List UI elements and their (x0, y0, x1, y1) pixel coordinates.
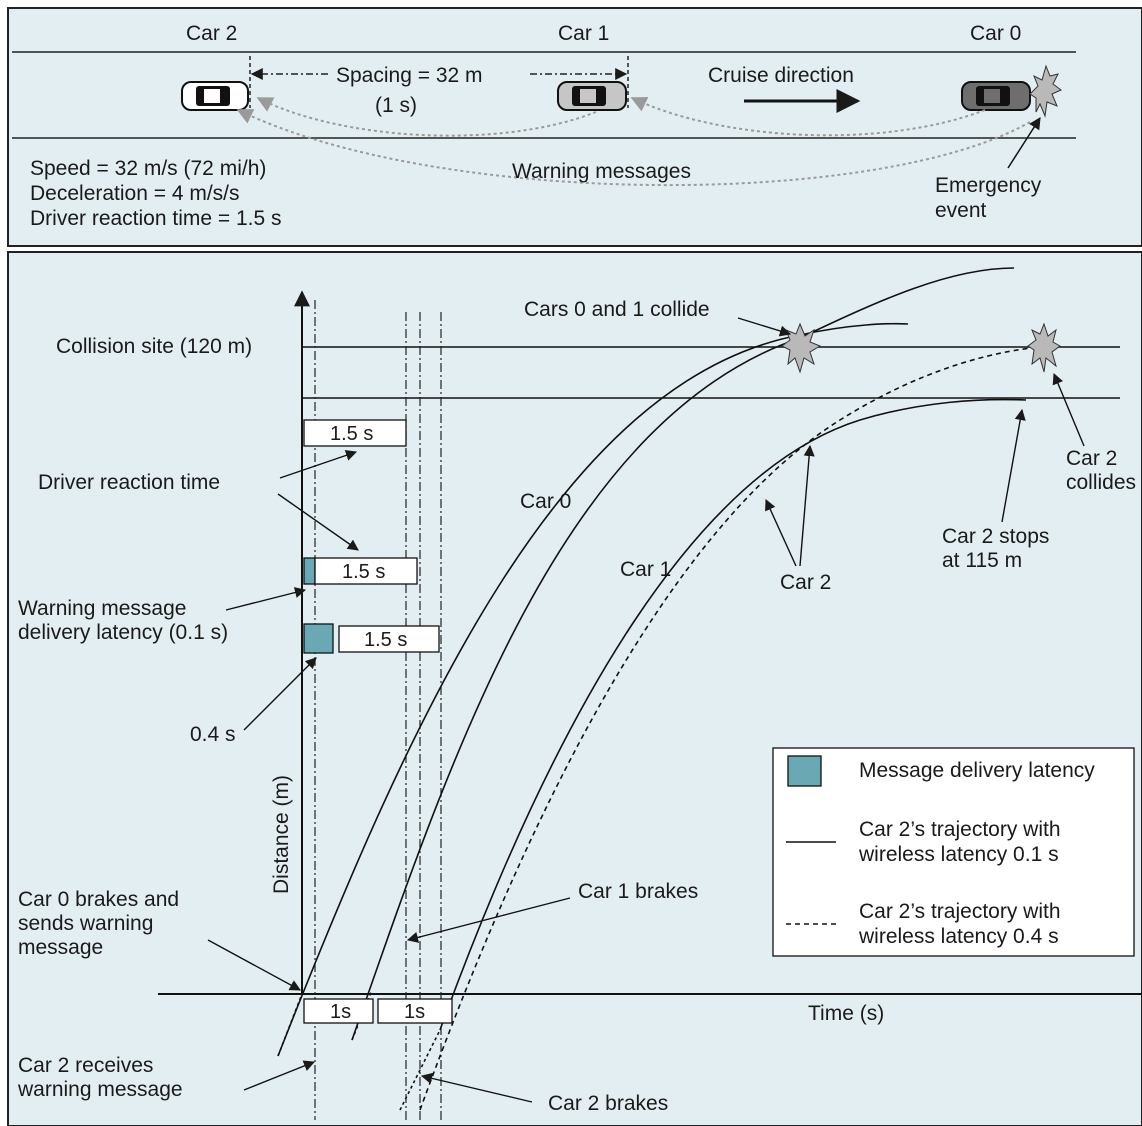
cars-collide-label: Cars 0 and 1 collide (524, 298, 710, 321)
latency-swatch-01 (304, 558, 315, 584)
car1-curve-label: Car 1 (620, 558, 671, 581)
one-second-label-1: 1s (330, 1001, 351, 1023)
distance-axis-label: Distance (m) (270, 775, 293, 894)
car1-label: Car 1 (558, 22, 609, 45)
legend-dashed-text-line2: wireless latency 0.4 s (858, 925, 1059, 948)
legend-latency-swatch (788, 756, 821, 786)
car0-brakes-label-line3: message (18, 936, 103, 959)
reaction-box-label-3: 1.5 s (364, 629, 407, 651)
car0-brakes-label-line2: sends warning (18, 912, 153, 935)
spacing-time-text: (1 s) (375, 94, 417, 117)
car0-icon (962, 82, 1030, 110)
car2-curve-label: Car 2 (780, 571, 831, 594)
car1-brakes-label: Car 1 brakes (578, 880, 698, 903)
car0-brakes-label-line1: Car 0 brakes and (18, 888, 179, 911)
one-second-box-2: 1s (378, 999, 452, 1023)
warning-latency-label-line2: delivery latency (0.1 s) (18, 621, 228, 644)
reaction-box-no-latency: 1.5 s (304, 420, 406, 446)
car0-curve-label: Car 0 (520, 490, 571, 513)
reaction-box-latency-04: 1.5 s (304, 624, 439, 653)
latency-04-label: 0.4 s (190, 723, 236, 746)
timing-plot-panel: Distance (m) Time (s) Collision site (12… (8, 252, 1142, 1126)
scenario-panel: Car 2 Car 1 Car 0 Spacing = 32 m (1 s) C… (8, 8, 1142, 246)
car2-collides-label-line2: collides (1066, 471, 1136, 494)
car2-stops-label-line1: Car 2 stops (942, 525, 1049, 548)
car2-collides-label-line1: Car 2 (1066, 447, 1117, 470)
spacing-text: Spacing = 32 m (336, 64, 483, 87)
collision-site-label: Collision site (120 m) (56, 335, 252, 358)
car2-receives-label-line2: warning message (17, 1078, 183, 1101)
one-second-box-1: 1s (304, 999, 373, 1023)
reaction-box-label-1: 1.5 s (330, 423, 373, 445)
reaction-box-latency-01: 1.5 s (304, 558, 417, 584)
cruise-direction-text: Cruise direction (708, 64, 854, 87)
legend-solid-text-line1: Car 2’s trajectory with (859, 818, 1061, 841)
legend-solid-text-line2: wireless latency 0.1 s (858, 843, 1059, 866)
car2-stops-label-line2: at 115 m (942, 549, 1022, 572)
car2-label: Car 2 (186, 22, 237, 45)
car2-icon (182, 82, 248, 110)
legend-latency-text: Message delivery latency (859, 759, 1095, 782)
car1-icon (558, 82, 626, 110)
latency-swatch-04 (304, 624, 333, 653)
emergency-text-line1: Emergency (935, 174, 1042, 197)
warning-messages-text: Warning messages (512, 160, 691, 183)
car0-label: Car 0 (970, 22, 1021, 45)
car2-receives-label-line1: Car 2 receives (18, 1054, 153, 1077)
car2-brakes-label: Car 2 brakes (548, 1092, 668, 1115)
legend-dashed-text-line1: Car 2’s trajectory with (859, 900, 1061, 923)
deceleration-text: Deceleration = 4 m/s/s (30, 182, 240, 205)
warning-latency-label-line1: Warning message (18, 597, 186, 620)
legend: Message delivery latency Car 2’s traject… (773, 748, 1134, 956)
time-axis-label: Time (s) (808, 1002, 884, 1025)
speed-text: Speed = 32 m/s (72 mi/h) (30, 157, 266, 180)
reaction-box-label-2: 1.5 s (342, 561, 385, 583)
one-second-label-2: 1s (404, 1001, 425, 1023)
driver-reaction-label: Driver reaction time (38, 471, 220, 494)
reaction-time-text: Driver reaction time = 1.5 s (30, 207, 282, 230)
emergency-text-line2: event (935, 199, 987, 222)
